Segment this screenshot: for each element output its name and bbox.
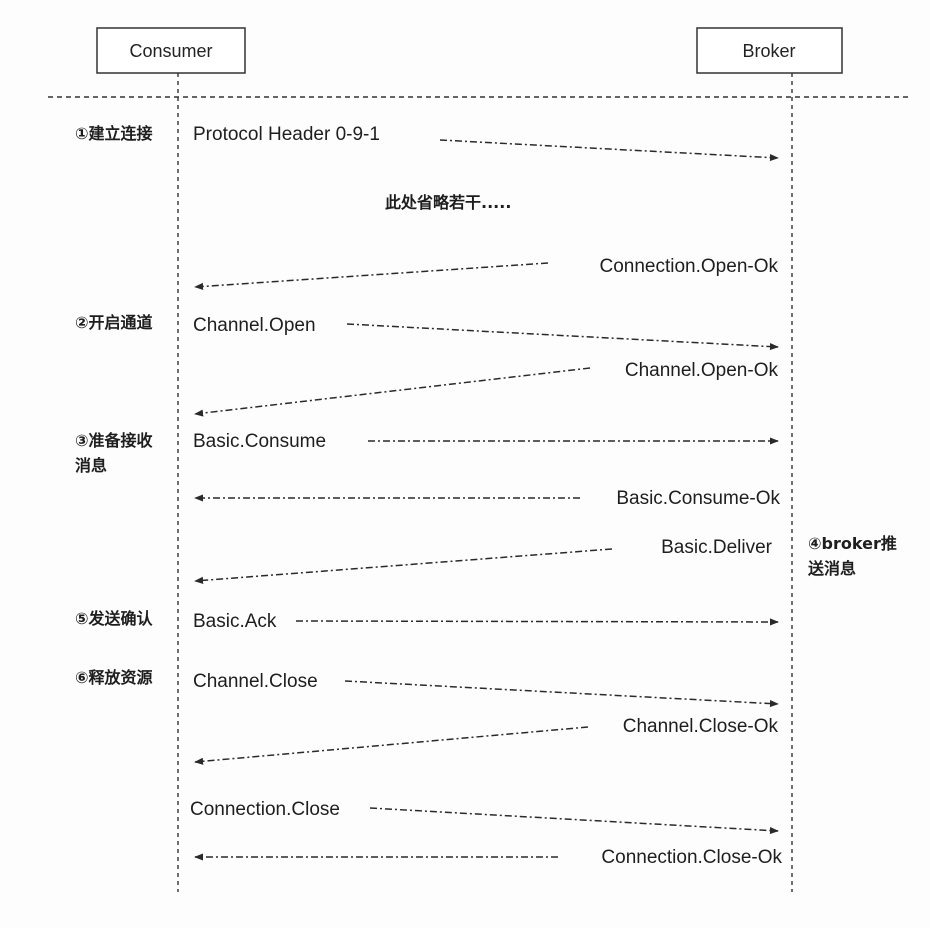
participant-broker-box [696,27,843,74]
message-basic-deliver: Basic.Deliver [194,537,773,584]
message-arrow [346,323,779,351]
message-label: Channel.Close-Ok [623,716,779,737]
message-label: Channel.Open-Ok [625,360,779,381]
message-label: Basic.Consume [193,431,326,452]
message-channel-close-ok: Channel.Close-Ok [194,716,779,765]
message-connection-open-ok: Connection.Open-Ok [194,256,779,291]
message-arrow [194,548,613,584]
message-arrow [194,262,549,291]
message-connection-close: Connection.Close [190,799,779,835]
message-label: Protocol Header 0-9-1 [193,124,380,145]
participant-broker-label: Broker [742,41,795,61]
step-label-connect: ①建立连接 [75,124,153,143]
participant-consumer-label: Consumer [129,41,212,61]
step-label-prepare-line2: 消息 [75,456,107,475]
participant-consumer: Consumer [96,27,246,74]
message-basic-ack: Basic.Ack [193,611,779,632]
omitted-note: 此处省略若干..... [385,193,511,212]
step-label-push-line2: 送消息 [807,559,856,578]
message-channel-open-ok: Channel.Open-Ok [194,360,779,417]
step-label-open-channel: ②开启通道 [75,313,153,332]
step-label-prepare-line1: ③准备接收 [75,431,153,450]
message-connection-close-ok: Connection.Close-Ok [194,847,782,868]
message-channel-open: Channel.Open [193,315,779,351]
message-arrow [439,139,779,162]
step-label-push-line1: ④broker推 [808,534,897,553]
message-label: Channel.Open [193,315,316,336]
message-arrow [194,367,591,417]
participant-consumer-box [96,27,246,74]
message-arrow [344,680,779,708]
message-arrow [194,726,589,765]
step-label-ack: ⑤发送确认 [75,609,154,628]
message-label: Connection.Open-Ok [600,256,779,277]
message-basic-consume: Basic.Consume [193,431,779,452]
message-arrow [295,618,779,626]
message-label: Connection.Close-Ok [601,847,782,868]
message-label: Basic.Deliver [661,537,773,558]
message-label: Basic.Consume-Ok [616,488,780,509]
message-channel-close: Channel.Close [193,671,779,708]
message-label: Channel.Close [193,671,318,692]
step-label-release: ⑥释放资源 [75,668,153,687]
message-basic-consume-ok: Basic.Consume-Ok [194,488,780,509]
participant-broker: Broker [696,27,843,74]
message-arrow [369,807,779,835]
message-label: Basic.Ack [193,611,277,632]
message-protocol-header: Protocol Header 0-9-1 [193,124,779,162]
message-label: Connection.Close [190,799,340,820]
